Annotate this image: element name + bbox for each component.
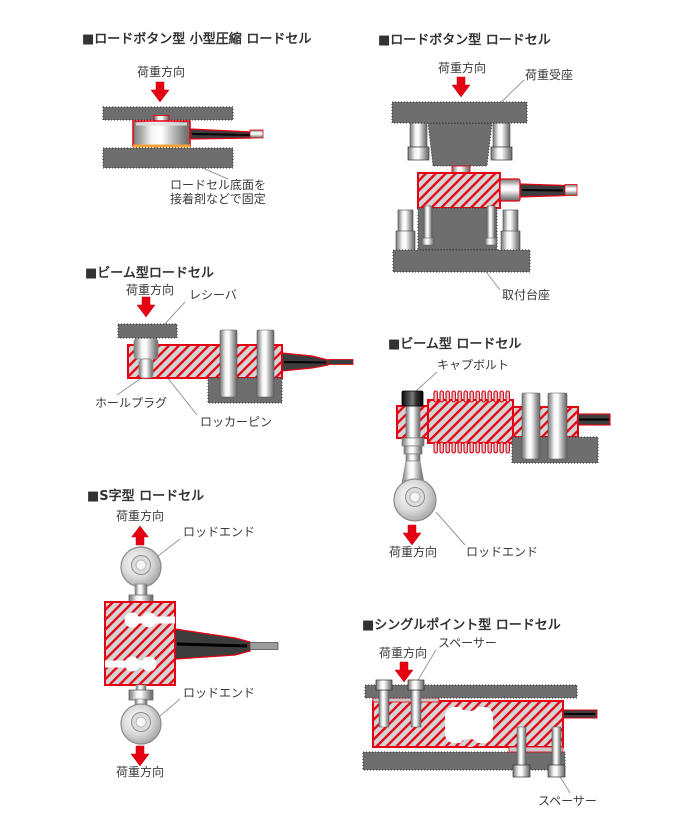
load-direction-arrow-icon: [402, 524, 422, 546]
label-rod-end-top: ロッドエンド: [183, 525, 256, 539]
cable: [189, 128, 264, 140]
label-cap-bolt: キャプボルト: [437, 358, 510, 372]
label-spacer-bottom: スペーサー: [538, 794, 597, 808]
s-type-drawing: [104, 525, 279, 767]
beam-rod-end-drawing: [393, 371, 611, 546]
load-seat-plate: [391, 101, 528, 124]
figure-single-point: ■シングルポイント型 ロードセル スペーサー 荷重方向 スペーサー: [355, 608, 688, 815]
label-fix-note-line1: ロードセル底面を: [170, 178, 267, 192]
figure-title: ■ビーム型 ロードセル: [388, 337, 522, 352]
load-direction-arrow-up-icon: [130, 525, 150, 546]
hanging-bolt-right: [492, 122, 511, 148]
bolt-stem: [405, 405, 421, 439]
bellows-fins-bottom: [433, 441, 510, 454]
figure-load-button: ■ロードボタン型 ロードセル 荷重方向 荷重受座 取付台座: [358, 22, 683, 314]
mounting-bolt-right: [547, 392, 568, 460]
adhesive-layer: [133, 144, 190, 148]
hanging-bolt-left: [409, 122, 428, 148]
label-load-direction: 荷重方向: [137, 65, 186, 79]
cable: [577, 413, 611, 426]
single-point-drawing: [362, 649, 598, 794]
load-cell-body: [132, 115, 191, 148]
pointer-line-cap-bolt: [415, 371, 438, 392]
cable: [562, 709, 598, 719]
label-fix-note-line2: 接着剤などで固定: [170, 192, 266, 206]
load-button-compact-drawing: [102, 81, 264, 180]
cable: [174, 628, 279, 660]
rocker-pin: [133, 337, 159, 360]
mounting-bolt-left: [219, 329, 238, 398]
beam-small-drawing: [116, 296, 354, 416]
base-plate: [392, 249, 531, 273]
pointer-line-hole-plug: [116, 378, 141, 396]
s-block: [104, 601, 176, 686]
cap-bolt-head: [401, 390, 424, 407]
flexure-cutout: [445, 703, 493, 747]
load-cell-body: [417, 172, 501, 209]
base-bolt-right: [502, 209, 519, 233]
figure-s-type: ■S字型 ロードセル 荷重方向 ロッドエンド ロッドエンド 荷重方向: [85, 480, 310, 790]
label-rod-end-bottom: ロッドエンド: [183, 686, 256, 700]
load-direction-arrow-icon: [394, 661, 414, 683]
top-plate: [364, 684, 578, 699]
mounting-bolt-left: [521, 392, 541, 460]
label-load-direction: 荷重方向: [438, 61, 487, 75]
label-rocker-pin: ロッカーピン: [200, 415, 273, 429]
bellows-fins-top: [433, 390, 510, 403]
load-direction-arrow-down-icon: [130, 745, 150, 767]
label-load-direction-top: 荷重方向: [116, 509, 165, 523]
bottom-plate: [362, 751, 566, 771]
base-bolt-left: [397, 209, 414, 233]
figure-title: ■S字型 ロードセル: [87, 489, 205, 504]
load-button-drawing: [391, 76, 578, 291]
rod-end-bottom: [120, 684, 162, 745]
label-load-direction: 荷重方向: [389, 545, 438, 559]
rod-end: [393, 437, 437, 522]
figure-title: ■ビーム型ロードセル: [85, 266, 214, 281]
load-direction-arrow-icon: [136, 296, 156, 318]
pointer-line-rod-end-bottom: [159, 698, 181, 717]
figure-load-button-compact: ■ロードボタン型 小型圧縮 ロードセル 荷重方向 ロードセル底面を 接着剤などで…: [60, 22, 345, 218]
cable-connector: [499, 178, 521, 202]
label-load-direction-bottom: 荷重方向: [116, 765, 165, 779]
pointer-line-receiver: [162, 301, 186, 327]
bottom-plate: [102, 147, 234, 169]
beam-bellows-body: [427, 399, 514, 444]
bottom-bolts: [512, 726, 566, 778]
figure-title: ■シングルポイント型 ロードセル: [362, 618, 561, 633]
rod-end-top: [120, 546, 162, 606]
label-load-seat: 荷重受座: [525, 68, 574, 82]
mounting-bolt-right: [256, 329, 275, 398]
label-rod-end: ロッドエンド: [466, 545, 539, 559]
spacer-bottom: [508, 746, 564, 753]
label-load-direction: 荷重方向: [126, 283, 175, 297]
hole-plug: [138, 358, 154, 379]
pointer-line-rod-end: [435, 511, 466, 546]
top-bolts: [375, 679, 425, 728]
figure-beam-small: ■ビーム型ロードセル 荷重方向 レシーバ ホールプラグ ロッカーピン: [60, 255, 360, 435]
figure-title: ■ロードボタン型 ロードセル: [378, 33, 551, 48]
receiver-plate: [117, 323, 178, 339]
load-direction-arrow-icon: [150, 81, 170, 103]
load-direction-arrow-icon: [451, 76, 471, 98]
upper-fixture: [391, 101, 528, 176]
label-load-direction: 荷重方向: [379, 646, 428, 660]
label-spacer-top: スペーサー: [438, 636, 497, 650]
figure-title: ■ロードボタン型 小型圧縮 ロードセル: [82, 32, 312, 47]
label-mount-base: 取付台座: [502, 288, 551, 302]
mount-base-block: [392, 205, 531, 273]
label-receiver: レシーバ: [189, 288, 237, 302]
cable: [281, 352, 354, 372]
cable: [499, 178, 578, 202]
figure-beam-rod-end: ■ビーム型 ロードセル キャプボルト 荷重方向 ロッドエンド: [385, 325, 685, 565]
pointer-line-rod-end-top: [157, 538, 181, 557]
label-hole-plug: ホールプラグ: [95, 396, 168, 410]
